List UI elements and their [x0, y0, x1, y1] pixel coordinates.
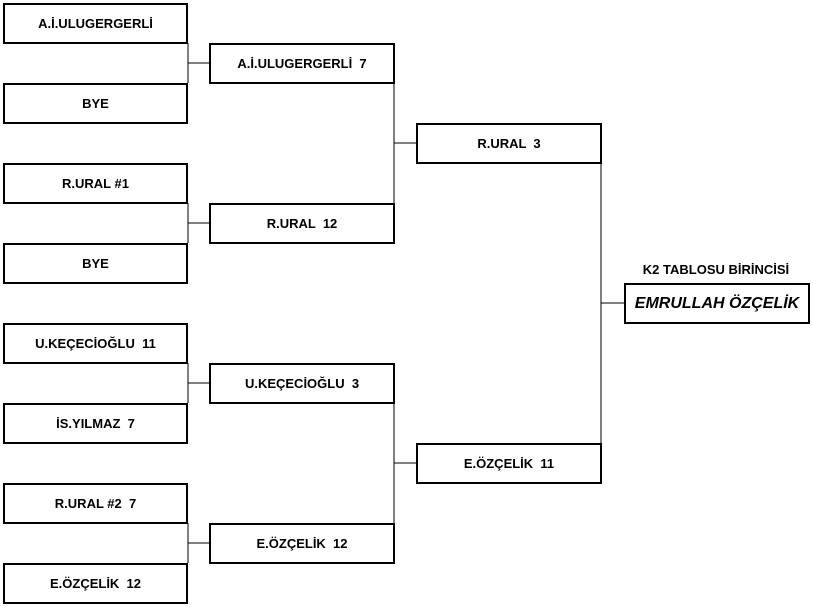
round1-slot: A.İ.ULUGERGERLİ: [3, 3, 188, 44]
round2-slot: E.ÖZÇELİK 12: [209, 523, 395, 564]
round1-slot: BYE: [3, 243, 188, 284]
round1-slot: U.KEÇECİOĞLU 11: [3, 323, 188, 364]
round2-slot: U.KEÇECİOĞLU 3: [209, 363, 395, 404]
round1-slot: İS.YILMAZ 7: [3, 403, 188, 444]
round1-slot: R.URAL #1: [3, 163, 188, 204]
round1-slot: BYE: [3, 83, 188, 124]
round1-slot: E.ÖZÇELİK 12: [3, 563, 188, 604]
champion-name-box: EMRULLAH ÖZÇELİK: [624, 283, 810, 324]
round3-slot: R.URAL 3: [416, 123, 602, 164]
round1-slot: R.URAL #2 7: [3, 483, 188, 524]
round2-slot: A.İ.ULUGERGERLİ 7: [209, 43, 395, 84]
round3-slot: E.ÖZÇELİK 11: [416, 443, 602, 484]
champion-title: K2 TABLOSU BİRİNCİSİ: [642, 262, 790, 277]
round2-slot: R.URAL 12: [209, 203, 395, 244]
